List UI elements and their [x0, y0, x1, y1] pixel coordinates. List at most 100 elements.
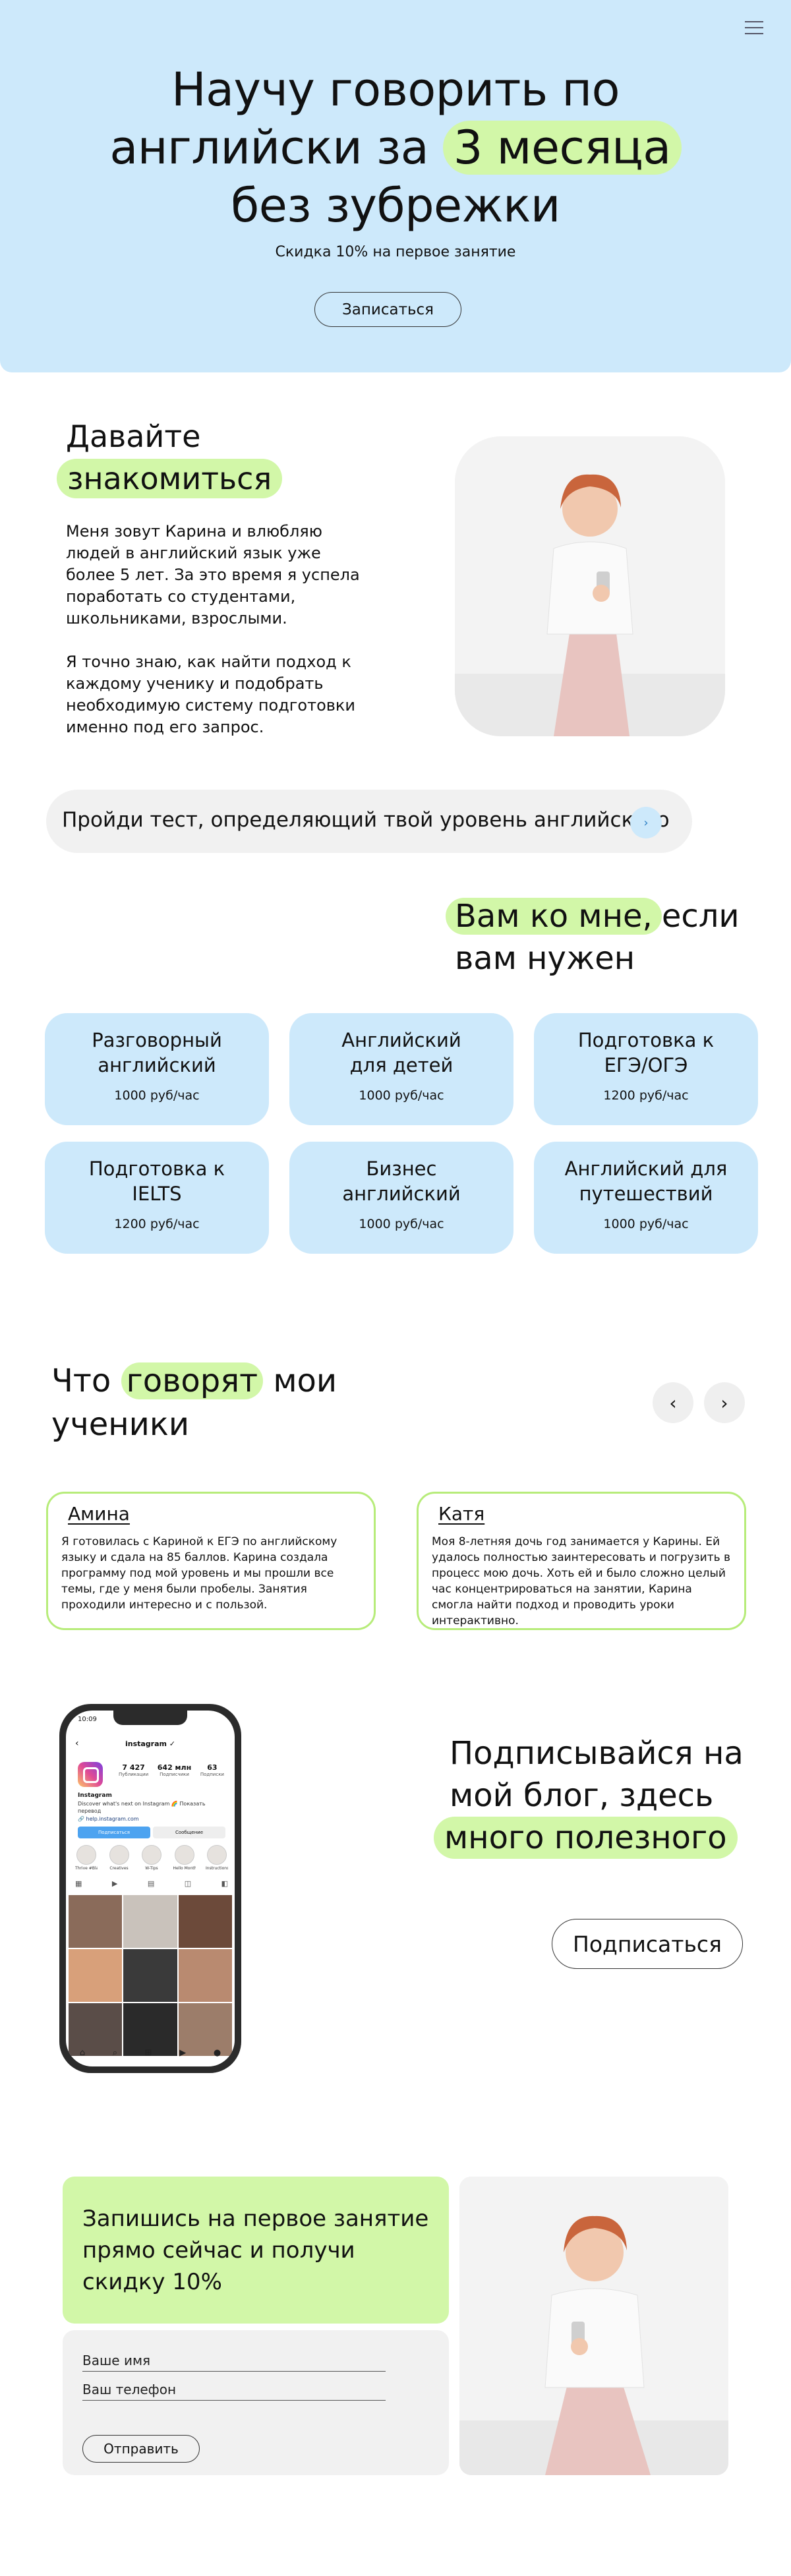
reels-icon: ▶ [179, 2048, 187, 2058]
name-input[interactable] [82, 2353, 386, 2372]
services-title-highlight: Вам ко мне, [446, 898, 662, 935]
review-author: Амина [68, 1503, 130, 1525]
about-title: Давайте знакомиться [57, 417, 283, 498]
menu-icon[interactable] [745, 21, 763, 34]
subscribe-button[interactable]: Подписаться [552, 1919, 743, 1969]
service-name-line2: для детей [349, 1054, 454, 1076]
next-review-button[interactable]: › [704, 1382, 745, 1423]
hero-title-line3: без зубрежки [231, 179, 560, 233]
teacher-photo [455, 436, 725, 736]
ig-photo [123, 2003, 177, 2056]
prev-review-button[interactable]: ‹ [653, 1382, 693, 1423]
service-name: Разговорный английский [45, 1028, 269, 1078]
hero-title-line2-text: английски за [109, 121, 429, 175]
ig-highlight: Creatives [108, 1845, 131, 1871]
ig-tabs: ▦ ▶ ▤ ◫ ◧ [75, 1879, 228, 1888]
shop-icon: ◫ [184, 1879, 192, 1888]
ig-photo [178, 1895, 232, 1948]
service-price: 1000 руб/час [359, 1088, 444, 1103]
service-name-line1: Английский для [564, 1157, 728, 1180]
hero-title: Научу говорить по английски за 3 месяца … [0, 61, 791, 235]
ig-photo [178, 2003, 232, 2056]
ig-highlight-label: Instructions [206, 1866, 228, 1871]
ig-stat-label: Публикации [119, 1772, 149, 1777]
review-text: Я готовилась с Кариной к ЕГЭ по английск… [61, 1535, 337, 1612]
reels-icon: ▶ [111, 1879, 118, 1888]
phone-input[interactable] [82, 2382, 386, 2401]
service-name-line2: ЕГЭ/ОГЭ [604, 1054, 688, 1076]
service-card[interactable]: Английский для путешествий 1000 руб/час [534, 1142, 758, 1254]
ig-message-button: Сообщение [153, 1827, 225, 1838]
ig-photo [123, 1895, 177, 1948]
ig-profile-name: Instagram [78, 1792, 112, 1799]
signup-button[interactable]: Записаться [314, 292, 461, 327]
ig-photo [69, 1895, 123, 1948]
service-name-line2: путешествий [579, 1183, 713, 1205]
blog-title-line1: Подписывайся на [450, 1735, 744, 1772]
ig-photo [69, 1949, 123, 2002]
reviews-title-pre: Что [51, 1362, 111, 1399]
review-author: Катя [438, 1503, 485, 1525]
reviews-title-line2: ученики [51, 1406, 190, 1443]
service-price: 1200 руб/час [114, 1217, 200, 1231]
reviews-title: Что говорят мои ученики [51, 1359, 337, 1446]
hero-section: Научу говорить по английски за 3 месяца … [0, 0, 791, 372]
service-price: 1200 руб/час [603, 1088, 689, 1103]
service-name-line2: IELTS [132, 1183, 182, 1205]
blog-title: Подписывайся на мой блог, здесь много по… [434, 1732, 744, 1859]
service-name-line1: Разговорный [92, 1029, 222, 1051]
blog-title-line2: мой блог, здесь [450, 1777, 714, 1814]
service-name-line1: Подготовка к [88, 1157, 225, 1180]
review-card: Катя Моя 8-летняя дочь год занимается у … [417, 1492, 746, 1630]
ig-stat-label: Подписки [200, 1772, 224, 1777]
service-name-line2: английский [342, 1183, 461, 1205]
ig-highlight-label: W-Tips [145, 1866, 158, 1871]
service-name-line2: английский [98, 1054, 216, 1076]
level-test-banner[interactable]: Пройди тест, определяющий твой уровень а… [46, 790, 692, 853]
ig-photo-grid [69, 1895, 232, 2056]
hero-subtitle: Скидка 10% на первое занятие [275, 244, 516, 260]
status-time: 10:09 [78, 1716, 97, 1723]
ig-highlight: W-Tips [140, 1845, 163, 1871]
ig-photo [69, 2003, 123, 2056]
ig-highlight: Hello Month [173, 1845, 196, 1871]
home-icon: ⌂ [79, 2048, 86, 2058]
ig-highlights: Thrive #BlackJoy Creatives W-Tips Hello … [75, 1845, 228, 1871]
about-title-line1: Давайте [66, 419, 201, 454]
chevron-right-icon: › [720, 1391, 728, 1414]
search-icon: ⌕ [112, 2048, 117, 2058]
about-text: Меня зовут Карина и влюбляю людей в англ… [66, 521, 363, 738]
service-card[interactable]: Подготовка к IELTS 1200 руб/час [45, 1142, 269, 1254]
back-arrow-icon: ‹ [75, 1738, 79, 1749]
service-name: Английский для путешествий [534, 1156, 758, 1206]
services-title-rest: если [661, 898, 740, 935]
ig-bio: Discover what's next on Instagram 🌈 Пока… [78, 1801, 206, 1814]
chevron-right-icon[interactable]: › [630, 807, 662, 838]
reviews-title-post: мои [273, 1362, 337, 1399]
service-price: 1000 руб/час [603, 1217, 689, 1231]
ig-username: instagram ✓ [125, 1740, 176, 1748]
blog-title-highlight: много полезного [434, 1817, 738, 1859]
ig-photo [178, 1949, 232, 2002]
about-paragraph: Меня зовут Карина и влюбляю людей в англ… [66, 522, 360, 628]
ig-highlight-label: Hello Month [173, 1866, 196, 1871]
review-text: Моя 8-летняя дочь год занимается у Карин… [432, 1535, 731, 1627]
services-title-line2: вам нужен [455, 940, 635, 977]
submit-button[interactable]: Отправить [82, 2435, 200, 2463]
level-test-label: Пройди тест, определяющий твой уровень а… [62, 808, 670, 832]
service-price: 1000 руб/час [114, 1088, 200, 1103]
hero-title-highlight: 3 месяца [442, 121, 682, 175]
review-card: Амина Я готовилась с Кариной к ЕГЭ по ан… [46, 1492, 376, 1630]
service-card[interactable]: Разговорный английский 1000 руб/час [45, 1013, 269, 1125]
ig-stat-value: 63 [207, 1763, 218, 1772]
ig-stat-value: 642 млн [157, 1763, 192, 1772]
